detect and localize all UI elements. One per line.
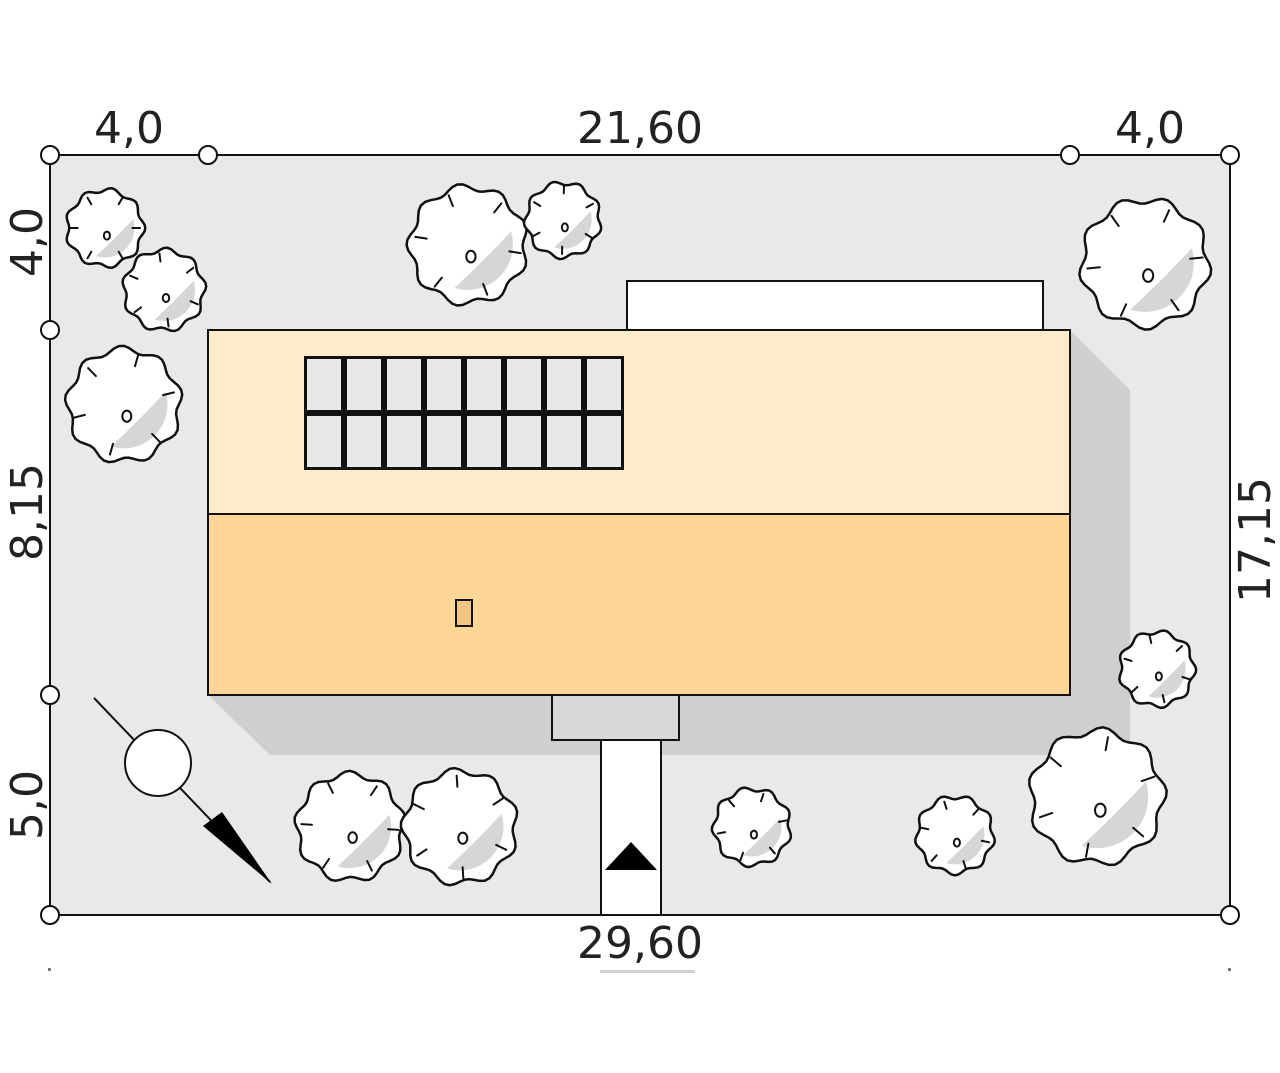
solar-panel [507,359,541,410]
chimney [455,599,473,627]
dim-top-right: 4,0 [1115,103,1185,154]
entrance-porch [551,694,680,741]
marker-top-a [198,145,218,165]
scan-artifacts [48,968,1231,973]
marker-top-b [1060,145,1080,165]
solar-panel [387,359,421,410]
solar-panel [307,359,341,410]
tree-icon [405,183,528,307]
tree-icon [121,246,208,333]
solar-panel [347,359,381,410]
dim-bottom: 29,60 [577,918,703,969]
solar-panel [307,416,341,467]
marker-top-left [40,145,60,165]
dim-left-bottom: 5,0 [2,770,53,840]
solar-panel [507,416,541,467]
tree-icon [63,344,184,464]
tree-icon [1028,726,1168,867]
solar-panel [587,359,621,410]
marker-bottom-right [1220,905,1240,925]
marker-left-b [40,685,60,705]
tree-icon [293,769,407,882]
house-shadow [208,330,1130,755]
dim-top-left: 4,0 [94,103,164,154]
solar-panel [347,416,381,467]
solar-panel [427,359,461,410]
solar-panel-array [304,356,624,470]
tree-icon [1118,629,1198,710]
solar-panel [467,416,501,467]
solar-panel [547,359,581,410]
annex-roof [626,280,1044,334]
tree-icon [522,180,603,261]
tree-icon [65,187,147,269]
marker-top-right [1220,145,1240,165]
dimension-markers [40,145,1240,925]
trees-group [63,180,1213,887]
solar-panel [587,416,621,467]
solar-panel [387,416,421,467]
tree-icon [914,795,996,877]
north-arrow-icon [93,697,272,884]
dim-left-middle: 8,15 [2,463,53,561]
tree-icon [399,766,519,887]
solar-panel [427,416,461,467]
dim-left-top: 4,0 [2,207,53,277]
roof-lower-section [207,513,1071,696]
tree-icon [1078,197,1213,331]
entrance-path [600,739,662,916]
dim-top-middle: 21,60 [577,103,703,154]
marker-left-a [40,320,60,340]
tree-icon [710,786,793,869]
dim-right: 17,15 [1230,477,1280,603]
marker-bottom-left [40,905,60,925]
solar-panel [467,359,501,410]
solar-panel [547,416,581,467]
entrance-triangle-icon [605,842,657,870]
